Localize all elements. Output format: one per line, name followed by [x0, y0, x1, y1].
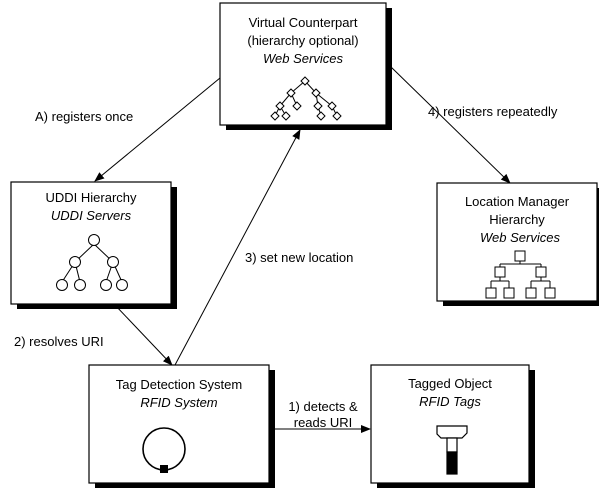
label-registers-repeatedly: 4) registers repeatedly — [428, 104, 558, 119]
label-set-new-location: 3) set new location — [245, 250, 353, 265]
uddi-subtitle: UDDI Servers — [51, 208, 132, 223]
label-registers-once: A) registers once — [35, 109, 133, 124]
location-manager-subtitle: Hierarchy — [489, 212, 545, 227]
node-location-manager: Location Manager Hierarchy Web Services — [436, 182, 599, 306]
tagged-object-title: Tagged Object — [408, 376, 492, 391]
edge-set-new-location — [174, 129, 301, 366]
label-detects: 1) detects & — [288, 399, 358, 414]
virtual-counterpart-service: Web Services — [263, 51, 343, 66]
hammer-tag-icon — [436, 425, 468, 475]
rfid-reader-loop-icon — [142, 427, 186, 473]
edge-registers-once — [94, 77, 221, 182]
edge-registers-repeatedly — [389, 65, 511, 184]
tagged-object-subtitle: RFID Tags — [419, 394, 481, 409]
node-tagged-object: Tagged Object RFID Tags — [370, 364, 535, 488]
circle-tree-icon — [56, 234, 128, 291]
label-resolves-uri: 2) resolves URI — [14, 334, 104, 349]
label-reads-uri: reads URI — [294, 415, 353, 430]
node-virtual-counterpart: Virtual Counterpart (hierarchy optional)… — [219, 2, 392, 130]
tag-detection-subtitle: RFID System — [140, 395, 217, 410]
diamond-tree-icon — [270, 76, 342, 121]
square-tree-icon — [485, 250, 556, 299]
uddi-title: UDDI Hierarchy — [45, 190, 137, 205]
location-manager-service: Web Services — [480, 230, 560, 245]
virtual-counterpart-subtitle: (hierarchy optional) — [247, 33, 358, 48]
node-tag-detection: Tag Detection System RFID System — [88, 364, 275, 488]
edges — [94, 65, 511, 433]
virtual-counterpart-title: Virtual Counterpart — [249, 15, 358, 30]
node-uddi-hierarchy: UDDI Hierarchy UDDI Servers — [10, 181, 177, 309]
edge-resolves-uri — [105, 295, 173, 366]
tag-detection-title: Tag Detection System — [116, 377, 242, 392]
location-manager-title: Location Manager — [465, 194, 570, 209]
